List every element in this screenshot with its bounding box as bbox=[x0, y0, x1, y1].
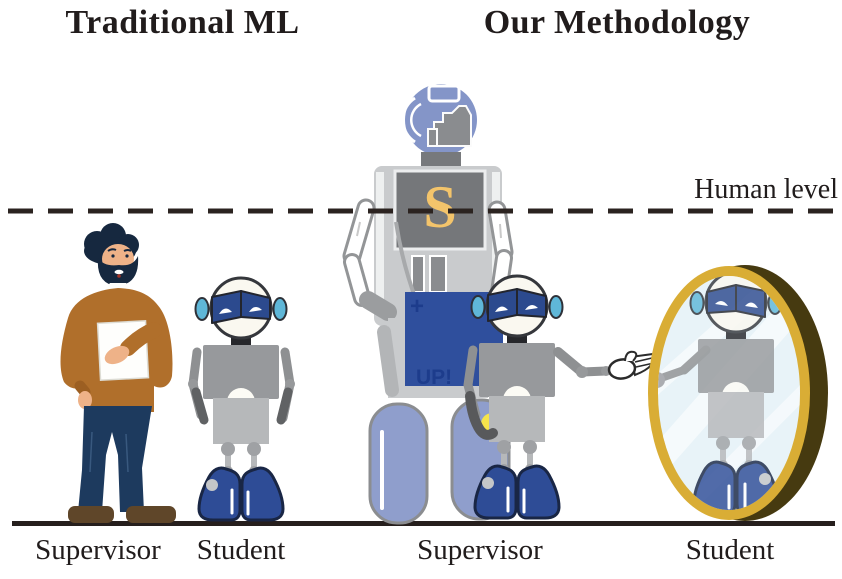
supervisor-robot-neck bbox=[421, 152, 461, 168]
head-glyph-icon bbox=[433, 105, 472, 147]
student-robot-left bbox=[188, 278, 295, 520]
supervisor-hand-left bbox=[359, 291, 397, 321]
right-section-title: Our Methodology bbox=[483, 4, 751, 41]
mirror-reflection-robot bbox=[658, 272, 782, 514]
human-supervisor-figure bbox=[60, 223, 176, 523]
label-supervisor-left: Supervisor bbox=[35, 534, 161, 566]
human-hand-left bbox=[78, 391, 92, 409]
panel-up-text: UP! bbox=[416, 366, 452, 389]
left-section-title: Traditional ML bbox=[65, 4, 300, 41]
sound-wave-icon bbox=[401, 96, 416, 144]
supervisor-chest-letter: S bbox=[423, 174, 456, 240]
ground-line bbox=[12, 521, 835, 526]
panel-plus-icon: + bbox=[410, 293, 424, 320]
human-shoe-left bbox=[68, 506, 114, 523]
open-hand-icon bbox=[607, 350, 655, 380]
human-hand-right bbox=[104, 345, 130, 365]
supervisor-robot: S + UP! bbox=[342, 84, 514, 525]
label-supervisor-right: Supervisor bbox=[417, 534, 543, 566]
label-student-left: Student bbox=[196, 534, 286, 566]
label-student-right: Student bbox=[685, 534, 775, 566]
student-robot-middle bbox=[463, 276, 655, 518]
mirror bbox=[648, 265, 828, 521]
human-level-label: Human level bbox=[694, 174, 838, 205]
supervisor-leg-left bbox=[368, 402, 429, 525]
human-shoe-right bbox=[126, 506, 176, 523]
human-jeans bbox=[78, 406, 152, 512]
